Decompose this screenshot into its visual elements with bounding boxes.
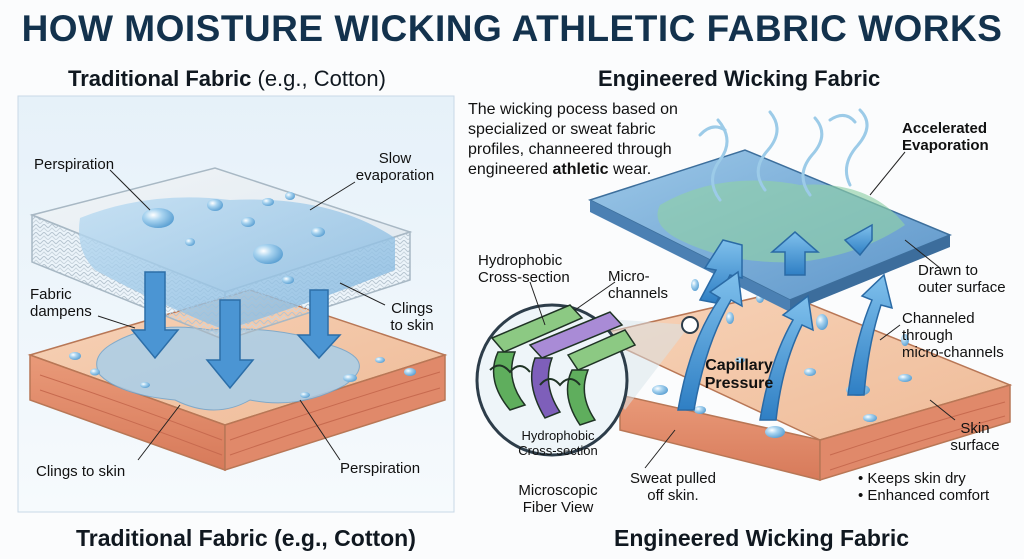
label-micro-channels: Micro- channels <box>608 268 668 302</box>
label-fabric-dampens-line1: Fabric <box>30 286 72 303</box>
right-heading: Engineered Wicking Fabric <box>598 66 881 91</box>
label-sweat-pulled: Sweat pulled off skin. <box>618 470 728 504</box>
label-capillary-pressure: Capillary Pressure <box>694 357 784 393</box>
benefit-comfort: • Enhanced comfort <box>858 487 990 504</box>
left-heading: Traditional Fabric (e.g., Cotton) <box>68 66 386 92</box>
label-drawn-line1: Drawn to <box>918 262 979 279</box>
label-micro-view-line2: Fiber View <box>522 499 594 516</box>
right-up-arrows <box>677 223 894 421</box>
page-title: HOW MOISTURE WICKING ATHLETIC FABRIC WOR… <box>21 8 1003 49</box>
cotton-drops <box>142 192 325 284</box>
label-clings-right-line2: to skin <box>390 317 434 334</box>
label-skin-line2: surface <box>950 437 1000 454</box>
right-skin-block <box>592 291 1013 482</box>
label-slow-evap-line1: Slow <box>378 150 412 167</box>
label-channeled: Channeled through micro-channels <box>902 310 1004 361</box>
microscopic-fiber-view <box>475 303 699 457</box>
benefits-list: • Keeps skin dry • Enhanced comfort <box>858 470 989 504</box>
intro-line1: The wicking pocess based on <box>468 101 678 118</box>
intro-line4-post: wear. <box>608 161 652 178</box>
label-capillary-line2: Pressure <box>704 375 774 392</box>
label-slow-evap-line2: evaporation <box>355 167 435 184</box>
label-hydro-top-line1: Hydrophobic <box>478 252 563 269</box>
intro-line2: specialized or sweat fabric <box>468 121 656 138</box>
intro-line4: engineered athletic wear. <box>468 160 708 180</box>
label-accel-line2: Evaporation <box>902 137 989 154</box>
right-leader-lines <box>529 151 956 469</box>
left-leader-lines <box>97 169 386 461</box>
label-accel-line1: Accelerated <box>902 120 988 137</box>
label-capillary-line1: Capillary <box>705 357 773 374</box>
label-sweat-line2: off skin. <box>647 487 699 504</box>
benefit-keeps-dry: • Keeps skin dry <box>858 470 966 487</box>
intro-line4-pre: engineered <box>468 161 553 178</box>
right-footer: Engineered Wicking Fabric <box>614 525 910 551</box>
left-heading-bold: Traditional Fabric <box>68 66 252 91</box>
label-skin-surface: Skin surface <box>945 420 1005 454</box>
label-clings-bottom: Clings to skin <box>36 463 126 480</box>
label-hydro-top-line2: Cross-section <box>478 269 570 286</box>
label-hydrophobic-inner: Hydrophobic Cross-section <box>508 428 608 458</box>
label-channeled-line2: through <box>902 327 953 344</box>
label-fabric-dampens-line2: dampens <box>30 303 92 320</box>
intro-line3: profiles, channeered through <box>468 141 672 158</box>
left-skin-drops <box>69 352 416 398</box>
intro-line4-bold: athletic <box>552 161 609 178</box>
label-micro-line1: Micro- <box>608 268 650 285</box>
label-perspiration-top: Perspiration <box>34 156 115 173</box>
label-drawn-outer: Drawn to outer surface <box>918 262 1006 296</box>
label-drawn-line2: outer surface <box>918 279 1006 296</box>
label-skin-line1: Skin <box>960 420 990 437</box>
label-clings-right-line1: Clings <box>391 300 433 317</box>
left-heading-light: (e.g., Cotton) <box>257 66 386 91</box>
evaporation-wisps <box>698 108 869 202</box>
left-down-arrows <box>130 271 342 390</box>
label-perspiration-bottom: Perspiration <box>340 460 421 477</box>
label-microscopic-view: Microscopic Fiber View <box>503 482 613 516</box>
wicking-intro-text: The wicking pocess based on specialized … <box>468 100 708 180</box>
label-clings-right: Clings to skin <box>382 300 442 334</box>
label-channeled-line1: Channeled <box>902 310 975 327</box>
label-micro-line2: channels <box>608 285 669 302</box>
label-hydro-in-line2: Cross-section <box>518 443 598 458</box>
label-hydro-in-line1: Hydrophobic <box>521 428 595 443</box>
label-fabric-dampens: Fabric dampens <box>30 286 92 320</box>
left-footer: Traditional Fabric (e.g., Cotton) <box>76 525 416 551</box>
label-sweat-line1: Sweat pulled <box>630 470 716 487</box>
label-slow-evaporation: Slow evaporation <box>345 150 445 184</box>
label-channeled-line3: micro-channels <box>902 344 1004 361</box>
label-accelerated-evaporation: Accelerated Evaporation <box>902 120 989 154</box>
label-micro-view-line1: Microscopic <box>518 482 598 499</box>
label-hydrophobic-top: Hydrophobic Cross-section <box>478 252 570 286</box>
